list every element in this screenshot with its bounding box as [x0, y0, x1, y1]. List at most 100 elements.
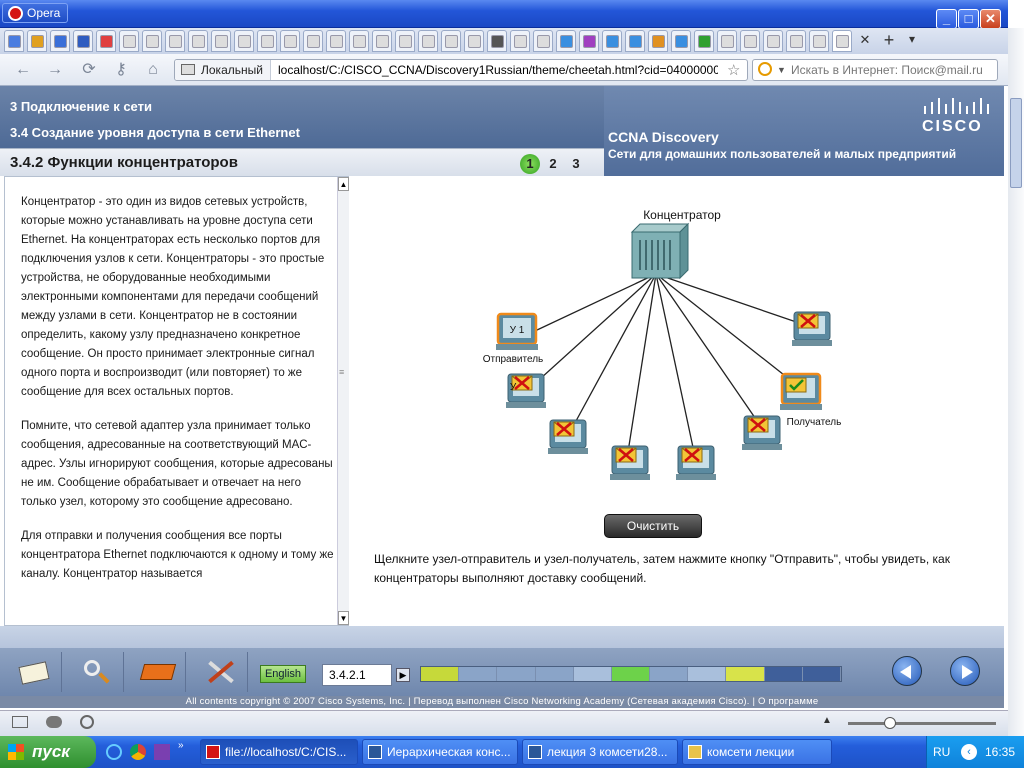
browser-tab[interactable] [671, 30, 691, 52]
close-tab-button[interactable]: ✕ [859, 32, 871, 47]
bookmark-star-icon[interactable]: ☆ [727, 62, 741, 79]
reload-icon[interactable]: ⟳ [82, 61, 96, 78]
page-number-field[interactable]: 3.4.2.1 [322, 664, 392, 686]
minimize-button[interactable]: _ [936, 9, 957, 29]
browser-tab[interactable] [326, 30, 346, 52]
browser-tab[interactable] [142, 30, 162, 52]
progress-segment[interactable] [611, 667, 651, 681]
clear-button[interactable]: Очистить [604, 514, 702, 538]
tools-icon[interactable] [192, 652, 248, 692]
zoom-up-icon[interactable]: ▲ [822, 715, 832, 726]
progress-segment[interactable] [535, 667, 574, 681]
lang-indicator[interactable]: RU [933, 745, 951, 759]
go-page-icon[interactable]: ▶ [396, 668, 410, 682]
maximize-button[interactable]: □ [958, 9, 979, 29]
host-node[interactable] [792, 311, 832, 346]
browser-tab[interactable] [211, 30, 231, 52]
panel-toggle-icon[interactable] [12, 716, 28, 728]
browser-tab[interactable] [487, 30, 507, 52]
browser-tab[interactable] [717, 30, 737, 52]
browser-tab[interactable] [395, 30, 415, 52]
progress-segment[interactable] [421, 667, 460, 681]
tab-menu-button[interactable]: ▾ [908, 32, 916, 46]
page-scroll-thumb[interactable] [1010, 98, 1022, 188]
ie-icon[interactable] [106, 744, 122, 760]
app-quicklaunch-icon[interactable] [154, 744, 170, 760]
browser-tab[interactable] [50, 30, 70, 52]
progress-segment[interactable] [650, 667, 689, 681]
taskbar-task-button[interactable]: лекция 3 комсети28... [522, 739, 678, 765]
scroll-grip-icon[interactable]: ≡ [339, 367, 345, 377]
scroll-up-icon[interactable]: ▲ [338, 177, 349, 191]
page-1-button[interactable]: 1 [520, 154, 540, 174]
browser-tab[interactable] [4, 30, 24, 52]
home-icon[interactable]: ⌂ [148, 61, 158, 78]
taskbar-task-button[interactable]: file://localhost/C:/CIS... [200, 739, 358, 765]
progress-segment[interactable] [459, 667, 498, 681]
forward-icon[interactable]: → [47, 61, 63, 78]
speed-icon[interactable] [80, 715, 94, 729]
browser-tab[interactable] [372, 30, 392, 52]
opera-menu-button[interactable]: Opera [2, 3, 68, 23]
back-icon[interactable]: ← [15, 61, 31, 78]
book-icon[interactable] [130, 652, 186, 692]
notes-icon[interactable] [6, 652, 62, 692]
progress-segment[interactable] [573, 667, 612, 681]
cloud-icon[interactable] [46, 716, 62, 728]
address-bar[interactable]: Локальный localhost/C:/CISCO_CCNA/Discov… [174, 59, 748, 81]
host-node[interactable] [742, 415, 782, 450]
browser-tab[interactable] [740, 30, 760, 52]
browser-tab[interactable] [418, 30, 438, 52]
taskbar-task-button[interactable]: Иерархическая конс... [362, 739, 518, 765]
browser-tab[interactable] [786, 30, 806, 52]
scroll-down-icon[interactable]: ▼ [338, 611, 349, 625]
browser-tab[interactable] [280, 30, 300, 52]
page-3-button[interactable]: 3 [572, 156, 580, 171]
browser-tab[interactable] [464, 30, 484, 52]
chrome-icon[interactable] [130, 744, 146, 760]
magnifier-icon[interactable] [68, 652, 124, 692]
page-scrollbar[interactable] [1008, 28, 1024, 736]
browser-tab[interactable] [510, 30, 530, 52]
key-icon[interactable]: ⚷ [115, 61, 127, 78]
language-button[interactable]: English [260, 665, 306, 683]
browser-tab[interactable] [27, 30, 47, 52]
hub-device[interactable] [630, 222, 690, 280]
progress-segment[interactable] [764, 667, 803, 681]
browser-tab[interactable] [441, 30, 461, 52]
progress-segment[interactable] [688, 667, 727, 681]
browser-tab[interactable] [579, 30, 599, 52]
zoom-slider[interactable] [848, 717, 996, 729]
search-field[interactable]: ▼ Искать в Интернет: Поиск@mail.ru [752, 59, 998, 81]
browser-tab[interactable] [303, 30, 323, 52]
browser-tab[interactable] [349, 30, 369, 52]
next-page-button[interactable] [950, 656, 980, 686]
host-node[interactable] [676, 445, 716, 480]
browser-tab[interactable] [234, 30, 254, 52]
host-node[interactable] [506, 373, 546, 408]
progress-segment[interactable] [497, 667, 536, 681]
sender-node[interactable]: У 1 [496, 312, 538, 350]
browser-tab[interactable] [556, 30, 576, 52]
browser-tab[interactable] [832, 30, 852, 52]
receiver-node[interactable] [780, 372, 822, 410]
search-engine-icon[interactable] [758, 62, 772, 76]
url-text[interactable]: localhost/C:/CISCO_CCNA/Discovery1Russia… [278, 63, 718, 77]
progress-bar[interactable] [420, 666, 842, 682]
browser-tab[interactable] [763, 30, 783, 52]
browser-tab[interactable] [809, 30, 829, 52]
browser-tab[interactable] [96, 30, 116, 52]
browser-tab[interactable] [73, 30, 93, 52]
browser-tab[interactable] [625, 30, 645, 52]
search-dropdown-icon[interactable]: ▼ [777, 65, 786, 75]
progress-segment[interactable] [726, 667, 765, 681]
browser-tab[interactable] [533, 30, 553, 52]
progress-segment[interactable] [802, 667, 841, 681]
tray-arrow-icon[interactable]: ‹ [961, 744, 977, 760]
page-2-button[interactable]: 2 [549, 156, 557, 171]
taskbar-task-button[interactable]: комсети лекции [682, 739, 832, 765]
host-node[interactable] [610, 445, 650, 480]
start-button[interactable]: пуск [0, 736, 96, 768]
browser-tab[interactable] [165, 30, 185, 52]
new-tab-button[interactable]: + [883, 30, 895, 50]
